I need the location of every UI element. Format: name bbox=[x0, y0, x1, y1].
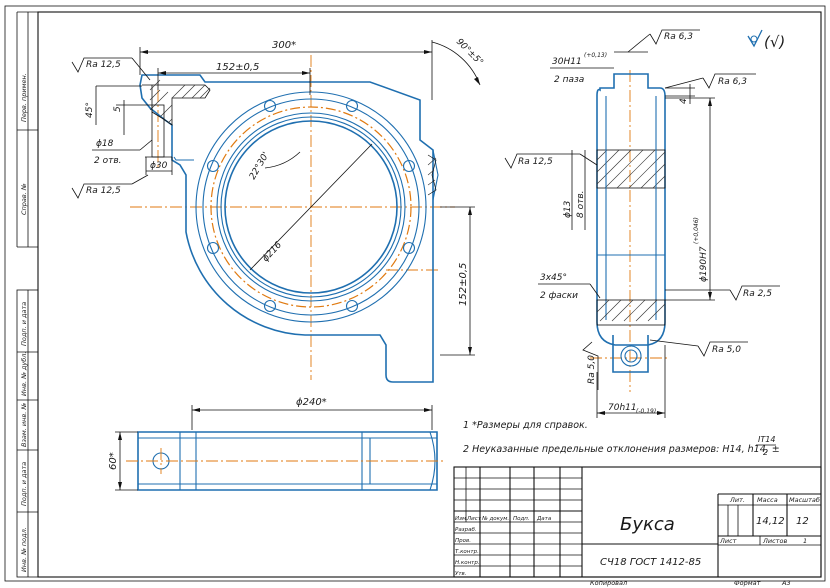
right-boss-hatch bbox=[427, 154, 437, 196]
tb-list: Лист bbox=[466, 516, 482, 522]
angle-90-label: 90°±5° bbox=[454, 37, 485, 68]
side-perv: Перв. примен. bbox=[20, 73, 28, 122]
bore-dev-label: (+0,046) bbox=[693, 217, 700, 244]
ra-50-right-label: Ra 5,0 bbox=[712, 345, 741, 355]
dim-152-vertical: 152±0,5 bbox=[440, 206, 475, 356]
note-2: 2 Неуказанные предельные отклонения разм… bbox=[463, 444, 780, 455]
plan-view: ϕ240* 60* bbox=[108, 397, 445, 491]
general-roughness-text: (√) bbox=[764, 33, 785, 51]
tb-format: А3 bbox=[781, 579, 791, 587]
hole-18-label: ϕ18 bbox=[96, 139, 114, 149]
outer-frame bbox=[4, 5, 826, 582]
tb-ndok: № докум. bbox=[481, 516, 509, 522]
ra-top-left: Ra 12,5 bbox=[71, 57, 151, 81]
chamfer-section-label: 3x45° bbox=[540, 273, 567, 283]
dim-152-top-label: 152±0,5 bbox=[216, 62, 259, 73]
tb-sheet-label: Лист bbox=[719, 537, 737, 545]
tb-razrab: Разраб. bbox=[455, 527, 477, 533]
dim-152-top: 152±0,5 bbox=[157, 62, 311, 95]
plan-60-label: 60* bbox=[108, 452, 119, 470]
tb-kopiroval: Копировал bbox=[590, 579, 627, 587]
side-podp-data-2: Подп. и дата bbox=[20, 462, 28, 506]
dim-300: 300* bbox=[139, 40, 433, 100]
tb-mass: 14,12 bbox=[756, 516, 785, 527]
chamfer-45-label: 45° bbox=[85, 102, 95, 118]
hole-13-label: ϕ13 bbox=[563, 200, 573, 218]
title-block: Изм. Лист № докум. Подп. Дата Разраб. Пр… bbox=[453, 466, 822, 587]
side-inv-dubl: Инв. № дубл. bbox=[20, 352, 28, 396]
tb-scale: 12 bbox=[796, 516, 809, 527]
tb-utv: Утв. bbox=[455, 571, 467, 577]
tb-prov: Пров. bbox=[455, 538, 471, 544]
boss-section bbox=[142, 79, 211, 158]
note-it-num: IT14 bbox=[758, 435, 775, 444]
side-inv-podl: Инв. № подл. bbox=[20, 527, 28, 572]
tb-sheets: 1 bbox=[803, 537, 807, 545]
general-roughness: (√) bbox=[747, 29, 785, 51]
front-view: ϕ216 22°30' 300* 90°±5° 152±0,5 bbox=[71, 37, 485, 383]
tb-format-label: Формат bbox=[734, 579, 761, 587]
tb-podp: Подп. bbox=[513, 516, 530, 522]
tb-material: СЧ18 ГОСТ 1412-85 bbox=[600, 557, 701, 568]
hole-count-label: 2 отв. bbox=[94, 156, 122, 166]
side-strip: Перв. примен. Справ. № Подп. и дата Инв.… bbox=[16, 11, 39, 578]
tb-lit: Лит. bbox=[729, 496, 745, 504]
angle-arc bbox=[264, 151, 301, 169]
dim-152-vertical-label: 152±0,5 bbox=[458, 263, 469, 306]
dim-300-label: 300* bbox=[272, 40, 296, 51]
groove-count-label: 2 паза bbox=[554, 75, 584, 85]
cbore-30-label: ϕ30 bbox=[150, 161, 168, 171]
bore-label: ϕ190H7 bbox=[699, 246, 709, 282]
dim-angle-90: 90°±5° bbox=[431, 37, 485, 86]
ra-125-section-label: Ra 12,5 bbox=[518, 157, 553, 167]
pcd-label: ϕ216 bbox=[261, 240, 284, 264]
tb-name: Букса bbox=[620, 514, 675, 535]
bolt-holes bbox=[206, 99, 416, 313]
depth-5-label: 5 bbox=[113, 106, 123, 112]
section-view: 30H11 (+0,13) 2 паза Ra 6,3 Ra 6,3 4 Ra … bbox=[504, 29, 780, 418]
side-podp-data-1: Подп. и дата bbox=[20, 302, 28, 346]
tb-data: Дата bbox=[536, 516, 552, 522]
holes-8-label: 8 отв. bbox=[576, 190, 586, 218]
side-sprav: Справ. № bbox=[20, 183, 28, 215]
ra-25-label: Ra 2,5 bbox=[743, 289, 772, 299]
depth-4-label: 4 bbox=[679, 98, 689, 104]
pcd-leader bbox=[249, 143, 373, 271]
tb-tkontr: Т.контр. bbox=[455, 549, 479, 555]
ra-top-left-label: Ra 12,5 bbox=[86, 60, 121, 70]
ra-50-left-label: Ra 5,0 bbox=[587, 355, 597, 384]
angle-22-label: 22°30' bbox=[248, 151, 272, 182]
groove-tol-dev: (+0,13) bbox=[584, 52, 607, 59]
ra-63-right-label: Ra 6,3 bbox=[718, 77, 747, 87]
plan-240-label: ϕ240* bbox=[296, 397, 327, 408]
thickness-dev-label: (-0,19) bbox=[636, 408, 656, 415]
chamfer-count-label: 2 фаски bbox=[540, 291, 578, 301]
thickness-label: 70h11 bbox=[608, 403, 637, 413]
note-it-den: 2 bbox=[763, 448, 768, 457]
ra-bottom-left-label: Ra 12,5 bbox=[86, 186, 121, 196]
tb-sheets-label: Листов bbox=[762, 537, 787, 545]
side-vzam: Взам. инв. № bbox=[20, 403, 28, 447]
tb-scale-label: Масштаб bbox=[789, 496, 820, 504]
ra-bottom-left: Ra 12,5 bbox=[71, 174, 149, 199]
groove-tol-label: 30H11 bbox=[552, 57, 582, 67]
tb-nkontr: Н.контр. bbox=[455, 560, 480, 566]
inner-frame bbox=[37, 11, 822, 578]
ra-63-top-label: Ra 6,3 bbox=[664, 32, 693, 42]
tb-mass-label: Масса bbox=[757, 496, 778, 504]
note-1: 1 *Размеры для справок. bbox=[463, 420, 588, 431]
tb-izm: Изм. bbox=[455, 516, 468, 522]
